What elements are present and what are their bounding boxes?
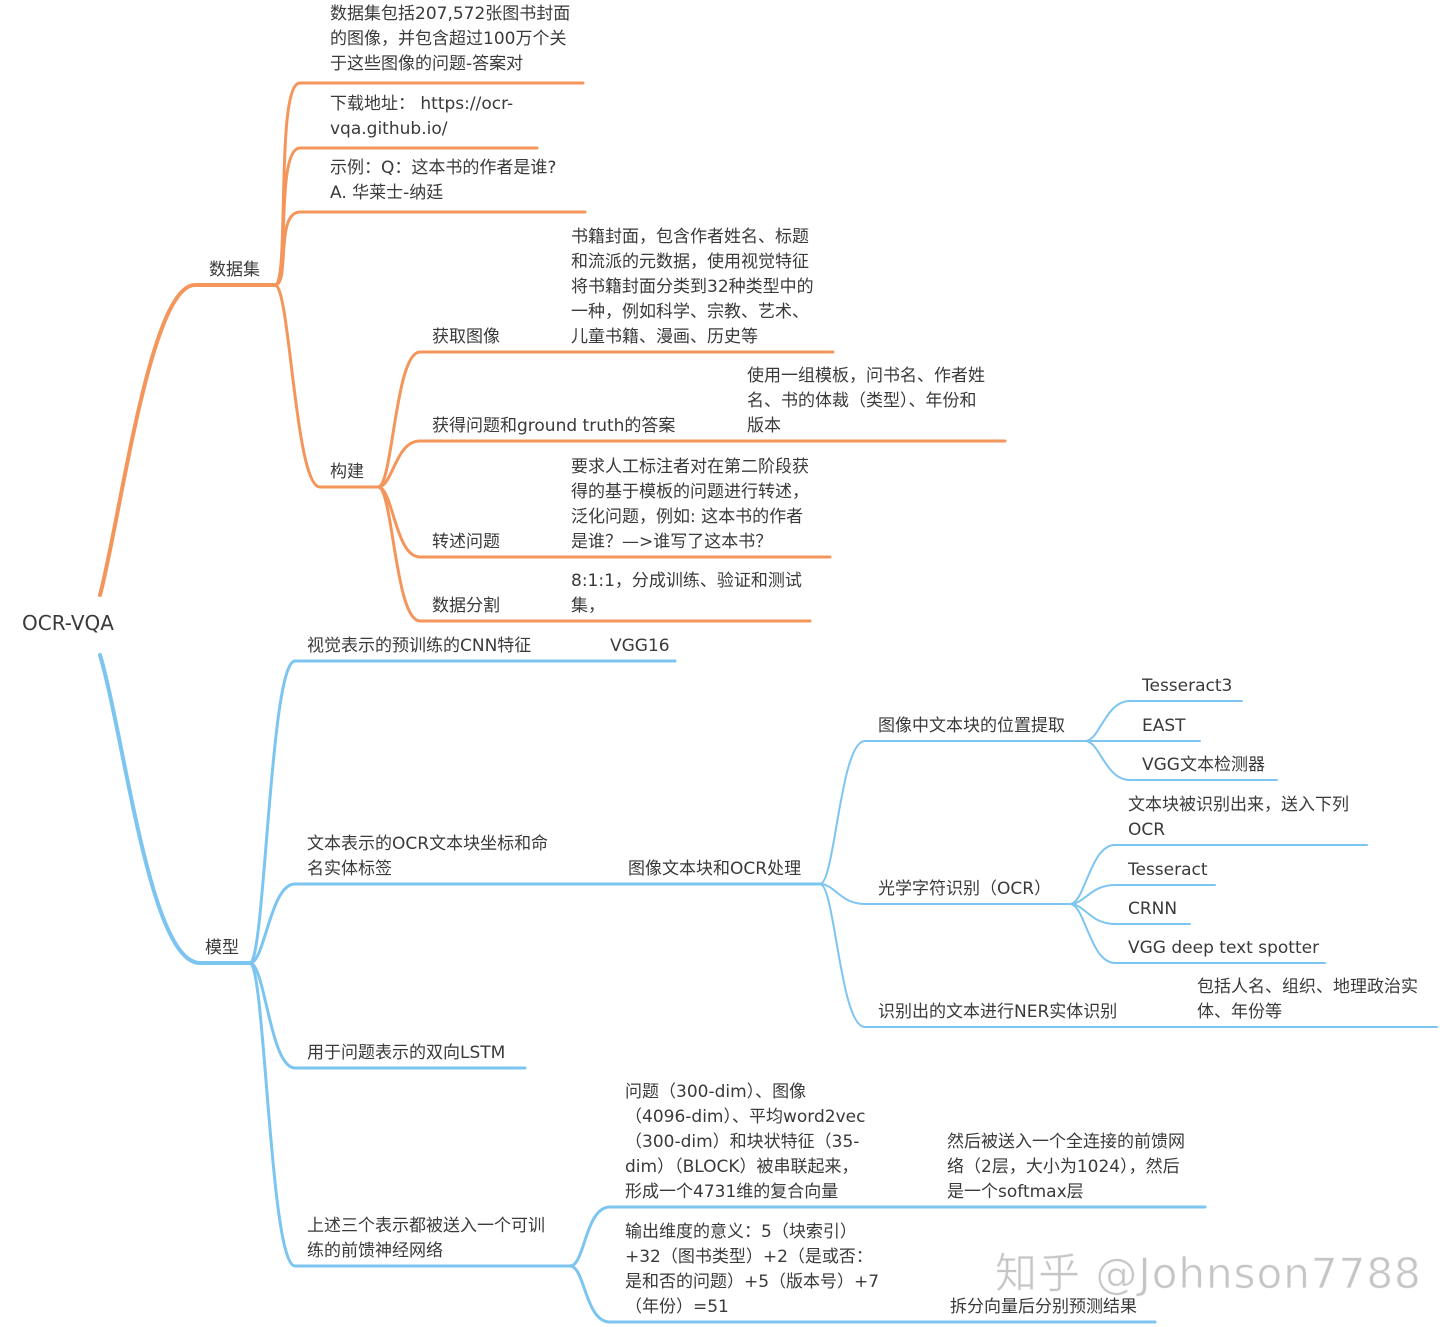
build-step-detail[interactable]: 8:1:1，分成训练、验证和测试 集，	[571, 571, 802, 616]
root-node[interactable]: OCR-VQA	[22, 611, 114, 635]
branch-line	[1069, 844, 1368, 905]
dataset-item[interactable]: 下载地址： https://ocr- vqa.github.io/	[330, 94, 514, 139]
node-model[interactable]: 模型	[205, 938, 239, 958]
branch-line	[819, 740, 1086, 885]
model-fusion[interactable]: 上述三个表示都被送入一个可训 练的前馈神经网络	[307, 1216, 545, 1261]
branch-line	[568, 1205, 1207, 1268]
location-item[interactable]: Tesseract3	[1142, 676, 1233, 696]
branch-line	[273, 210, 587, 287]
trunk-model	[98, 653, 252, 965]
branch-line	[248, 961, 572, 1268]
branch-line	[376, 350, 835, 489]
build-step-detail[interactable]: 要求人工标注者对在第二阶段获 得的基于模板的问题进行转述， 泛化问题，例如: 这…	[571, 457, 809, 552]
ocr-item[interactable]: Tesseract	[1128, 860, 1208, 880]
branch-line	[248, 961, 527, 1070]
ocr-item[interactable]: 文本块被识别出来，送入下列 OCR	[1128, 795, 1349, 840]
branch-line	[819, 883, 1071, 905]
fusion-output[interactable]: 输出维度的意义：5（块索引） +32（图书类型）+2（是或否： 是和否的问题）+…	[625, 1222, 880, 1317]
build-step[interactable]: 获得问题和ground truth的答案	[432, 416, 676, 436]
node-dataset[interactable]: 数据集	[209, 260, 260, 280]
text-ocr[interactable]: 光学字符识别（OCR）	[878, 879, 1052, 899]
build-step-detail[interactable]: 使用一组模板，问书名、作者姓 名、书的体裁（类型）、年份和 版本	[747, 366, 985, 436]
ocr-item[interactable]: CRNN	[1128, 899, 1178, 919]
dataset-item[interactable]: 数据集包括207,572张图书封面 的图像，并包含超过100万个关 于这些图像的…	[330, 4, 571, 74]
location-item[interactable]: VGG文本检测器	[1142, 755, 1265, 775]
build-step[interactable]: 数据分割	[432, 596, 500, 616]
model-lstm[interactable]: 用于问题表示的双向LSTM	[307, 1043, 506, 1063]
branch-line	[1084, 700, 1243, 742]
build-step[interactable]: 获取图像	[432, 327, 500, 347]
model-visual[interactable]: 视觉表示的预训练的CNN特征	[307, 636, 532, 656]
branch-line	[1069, 903, 1326, 964]
branch-line	[248, 659, 677, 965]
branch-line	[1084, 740, 1278, 781]
node-build[interactable]: 构建	[330, 462, 364, 482]
model-visual-detail[interactable]: VGG16	[610, 636, 670, 656]
ner-detail[interactable]: 包括人名、组织、地理政治实 体、年份等	[1197, 977, 1418, 1022]
text-location[interactable]: 图像中文本块的位置提取	[878, 716, 1065, 736]
model-text[interactable]: 文本表示的OCR文本块坐标和命 名实体标签	[307, 834, 549, 879]
fusion-output-next[interactable]: 拆分向量后分别预测结果	[950, 1297, 1137, 1317]
build-step[interactable]: 转述问题	[432, 532, 500, 552]
branch-line	[819, 883, 1438, 1028]
fusion-concat[interactable]: 问题（300-dim）、图像 （4096-dim）、平均word2vec （30…	[625, 1082, 866, 1202]
dataset-item[interactable]: 示例：Q：这本书的作者是谁? A. 华莱士-纳廷	[330, 158, 557, 203]
build-step-detail[interactable]: 书籍封面，包含作者姓名、标题 和流派的元数据，使用视觉特征 将书籍封面分类到32…	[571, 227, 814, 347]
fusion-concat-next[interactable]: 然后被送入一个全连接的前馈网 络（2层，大小为1024），然后 是一个softm…	[947, 1132, 1185, 1202]
text-ner[interactable]: 识别出的文本进行NER实体识别	[878, 1002, 1118, 1022]
ocr-item[interactable]: VGG deep text spotter	[1128, 938, 1320, 958]
branch-line	[376, 439, 1007, 489]
trunk-dataset	[98, 283, 277, 597]
watermark: 知乎 @Johnson7788	[995, 1249, 1422, 1299]
branch-line	[273, 283, 380, 489]
branch-line	[568, 1264, 1157, 1324]
location-item[interactable]: EAST	[1142, 716, 1186, 736]
model-text-processing[interactable]: 图像文本块和OCR处理	[628, 859, 802, 879]
branch-line	[248, 882, 822, 965]
branch-line	[1069, 884, 1216, 905]
branch-line	[376, 485, 812, 623]
